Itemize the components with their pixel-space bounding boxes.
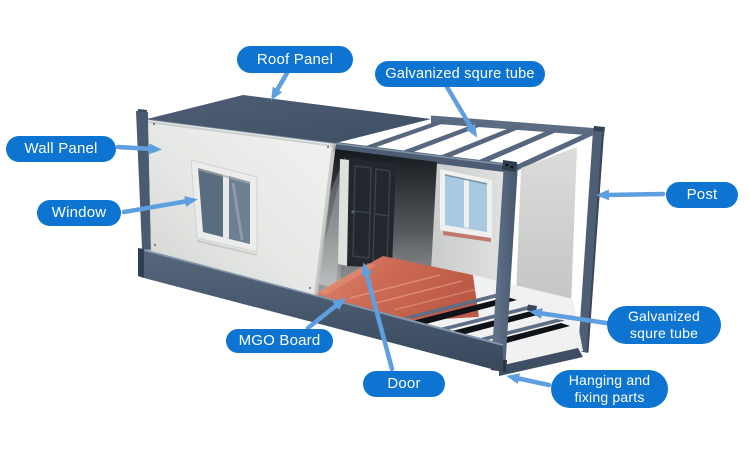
label-text: Hanging and [568,372,651,388]
arrow-hanging-fixing [506,373,552,388]
floor-joist-tubes [403,293,565,352]
callout-arrows [115,70,666,388]
label-roof-panel: Roof Panel [237,46,353,73]
arrow-roof-panel [270,70,290,101]
label-text: fixing parts [574,389,645,405]
arrow-wall-panel [115,143,162,155]
label-text: Door [387,375,421,392]
label-mgo-board: MGO Board [226,329,333,353]
label-text: Window [51,204,107,221]
arrow-mgo-board [305,297,346,331]
base-rail [138,248,504,372]
arrow-galvanized-tube-top [444,84,478,138]
front-window-part [190,159,258,256]
label-wall-panel: Wall Panel [6,136,116,162]
label-text: MGO Board [238,332,321,349]
label-text: Wall Panel [24,140,98,157]
label-text: squre tube [629,325,699,341]
floor-frame-deck [390,275,583,376]
interior-window [440,169,492,242]
label-text: Post [686,186,718,203]
label-galvanized-tube-top: Galvanized squre tube [375,61,545,87]
roof-tube-frame [335,115,605,175]
label-text: Galvanized squre tube [385,66,535,82]
label-text: Galvanized [627,308,701,324]
arrow-galvanized-tube-bottom [529,308,609,326]
post-part [578,131,604,353]
label-hanging-fixing-parts: Hanging and fixing parts [551,370,668,408]
arrow-window [121,196,198,215]
door-part [338,158,396,268]
label-text: Roof Panel [256,50,334,68]
label-post: Post [666,182,738,208]
label-window: Window [37,200,121,226]
arrow-post [596,189,666,201]
arrow-door [361,262,395,372]
end-wall-panel [515,147,577,323]
label-galvanized-tube-bottom: Galvanized squre tube [607,306,721,344]
label-door: Door [363,371,445,397]
